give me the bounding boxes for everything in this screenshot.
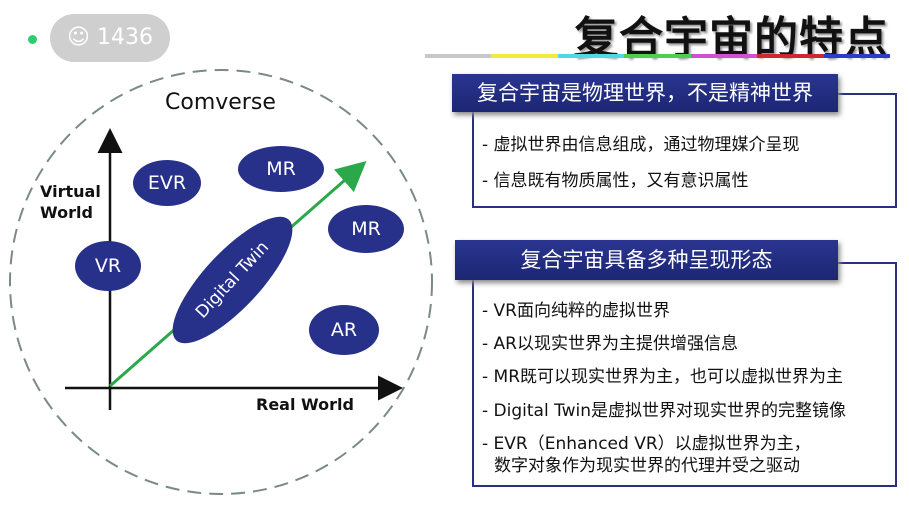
section2-item: - EVR（Enhanced VR）以虚拟世界为主，: [482, 434, 811, 454]
color-bar-segment: [757, 54, 824, 58]
status-dot: [28, 35, 37, 44]
users-icon: ☺: [67, 25, 90, 50]
section1-box: [472, 93, 897, 208]
section2-item: - AR以现实世界为主提供增强信息: [482, 334, 738, 354]
section2-header: 复合宇宙具备多种呈现形态: [455, 240, 838, 280]
section1-header: 复合宇宙是物理世界，不是精神世界: [452, 74, 838, 112]
diagram-title: Comverse: [165, 90, 276, 115]
color-bar-segment: [624, 54, 691, 58]
section1-item: - 信息既有物质属性，又有意识属性: [482, 171, 749, 191]
section2-item: - Digital Twin是虚拟世界对现实世界的完整镜像: [482, 401, 847, 421]
color-bar-segment: [425, 54, 492, 58]
x-axis-label: Real World: [256, 395, 354, 414]
color-bar-segment: [690, 54, 758, 58]
node-mr-top: MR: [238, 146, 324, 192]
section2-item: - MR既可以现实世界为主，也可以虚拟世界为主: [482, 367, 844, 387]
dashed-circle: [9, 69, 433, 495]
y-axis-label: Virtual World: [40, 182, 101, 222]
viewer-count-badge: ☺ 1436: [50, 14, 170, 62]
node-evr: EVR: [133, 160, 201, 206]
section2-item-continued: 数字对象作为现实世界的代理并受之驱动: [494, 456, 800, 476]
color-bar-segment: [823, 54, 890, 58]
color-bar-segment: [557, 54, 625, 58]
section1-item: - 虚拟世界由信息组成，通过物理媒介呈现: [482, 135, 800, 155]
node-mr-right: MR: [328, 205, 404, 253]
color-bar-segment: [491, 54, 558, 58]
section2-item: - VR面向纯粹的虚拟世界: [482, 301, 670, 321]
viewer-count: 1436: [96, 25, 153, 50]
node-vr: VR: [75, 241, 141, 291]
node-ar: AR: [309, 305, 379, 355]
color-bar: [425, 54, 890, 58]
